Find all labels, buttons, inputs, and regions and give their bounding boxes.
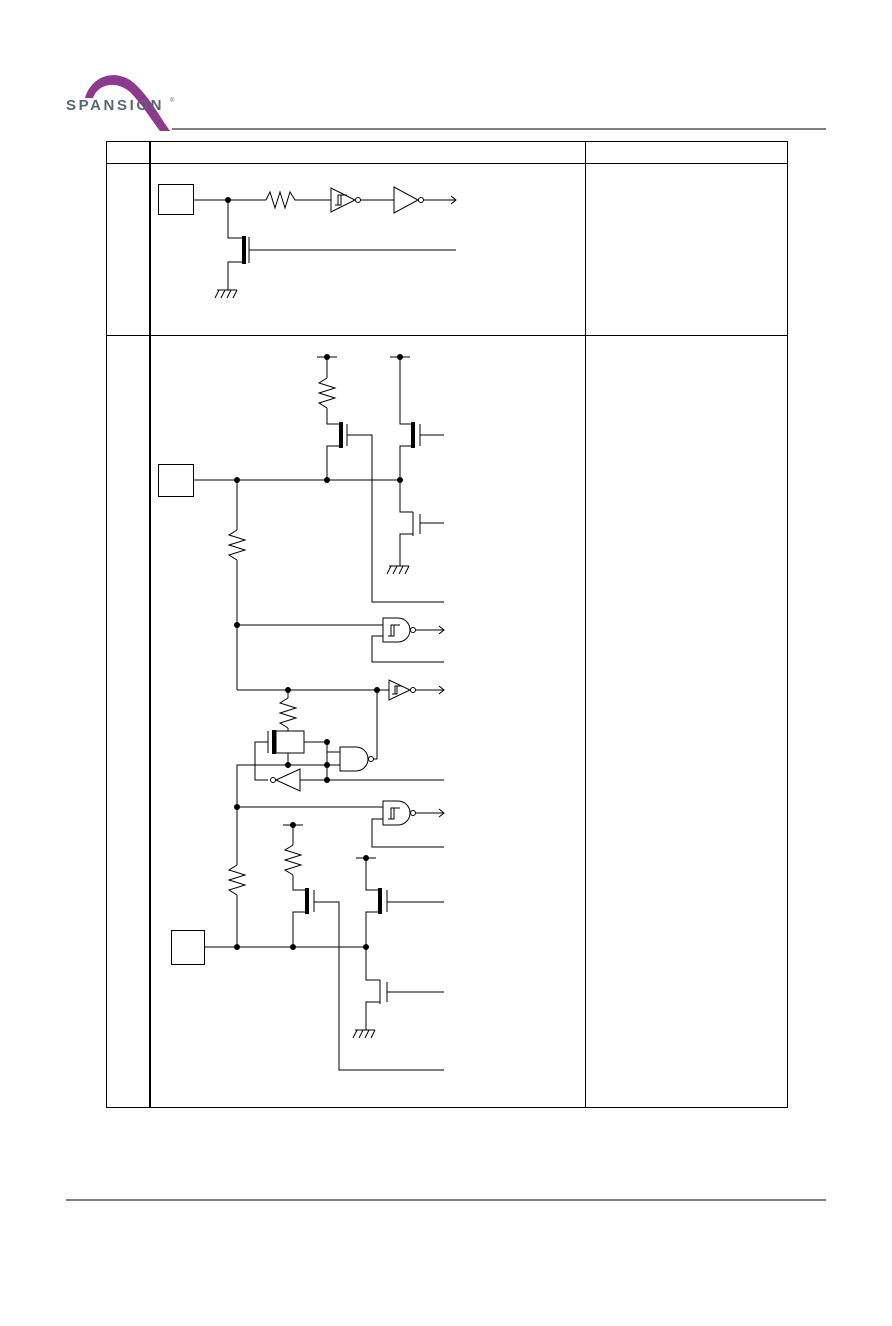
pin-pad-1 (158, 184, 194, 215)
inverter-icon (270, 768, 301, 792)
circuit-diagram-2 (158, 354, 445, 1071)
schmitt-trigger-icon (388, 679, 416, 701)
ground-icon (386, 565, 410, 575)
pin-pad-3 (171, 930, 205, 965)
spansion-logo: SPANSION ® (66, 75, 175, 131)
ground-icon (214, 289, 238, 299)
nand-gate-icon (339, 746, 374, 772)
schmitt-trigger-icon (330, 187, 361, 213)
resistor-icon (265, 190, 298, 210)
logo-registered-mark: ® (170, 97, 175, 104)
schmitt-trigger-icon (382, 800, 416, 826)
pin-pad-2 (158, 464, 194, 497)
circuit-diagram-1 (158, 184, 457, 299)
schmitt-trigger-icon (382, 617, 416, 643)
logo-wordmark: SPANSION (66, 97, 164, 114)
ground-icon (352, 1029, 376, 1039)
io-circuit-table (106, 141, 788, 1108)
inverter-icon (393, 186, 424, 214)
spansion-swoosh-icon (85, 75, 170, 131)
